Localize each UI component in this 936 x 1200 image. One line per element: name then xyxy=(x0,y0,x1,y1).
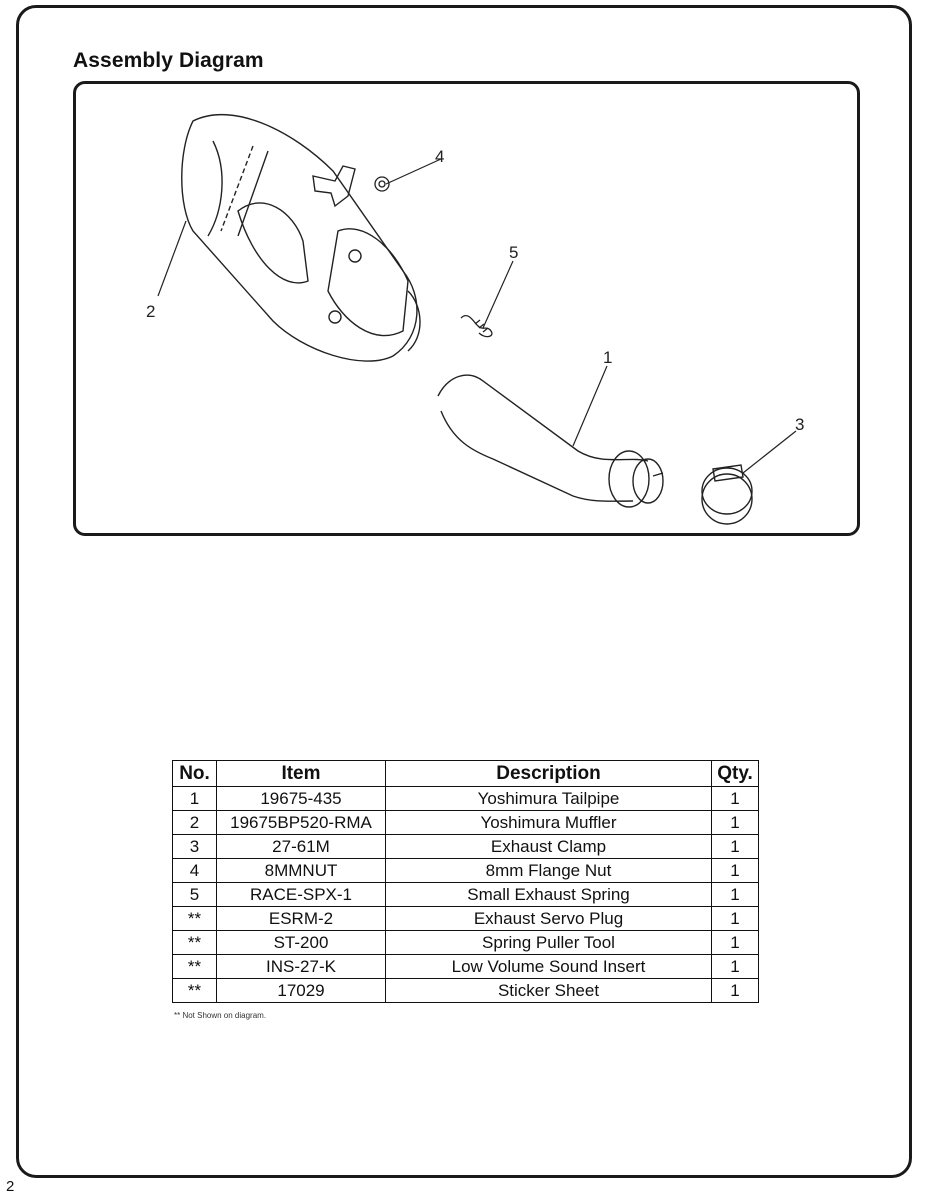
cell-description: Exhaust Clamp xyxy=(385,834,712,859)
cell-description: Yoshimura Muffler xyxy=(385,810,712,835)
table-row: ** ESRM-2 Exhaust Servo Plug 1 xyxy=(172,906,759,931)
cell-description: Sticker Sheet xyxy=(385,978,712,1003)
table-row: ** 17029 Sticker Sheet 1 xyxy=(172,978,759,1003)
cell-qty: 1 xyxy=(711,906,759,931)
table-row: 1 19675-435 Yoshimura Tailpipe 1 xyxy=(172,786,759,811)
cell-qty: 1 xyxy=(711,954,759,979)
cell-qty: 1 xyxy=(711,882,759,907)
cell-no: 4 xyxy=(172,858,217,883)
parts-table: No. Item Description Qty. 1 19675-435 Yo… xyxy=(172,760,759,1003)
page-frame xyxy=(16,5,912,1178)
table-row: 4 8MMNUT 8mm Flange Nut 1 xyxy=(172,858,759,883)
callout-1: 1 xyxy=(603,348,612,367)
cell-description: Low Volume Sound Insert xyxy=(385,954,712,979)
cell-item: 17029 xyxy=(216,978,386,1003)
cell-no: 2 xyxy=(172,810,217,835)
callout-4: 4 xyxy=(435,147,444,166)
cell-description: Yoshimura Tailpipe xyxy=(385,786,712,811)
cell-qty: 1 xyxy=(711,810,759,835)
cell-no: ** xyxy=(172,978,217,1003)
cell-description: Exhaust Servo Plug xyxy=(385,906,712,931)
cell-no: 5 xyxy=(172,882,217,907)
footnote: ** Not Shown on diagram. xyxy=(174,1011,267,1020)
table-row: 3 27-61M Exhaust Clamp 1 xyxy=(172,834,759,859)
table-row: 5 RACE-SPX-1 Small Exhaust Spring 1 xyxy=(172,882,759,907)
cell-item: 19675-435 xyxy=(216,786,386,811)
header-item: Item xyxy=(216,760,386,787)
cell-qty: 1 xyxy=(711,930,759,955)
callout-2: 2 xyxy=(146,302,155,321)
cell-qty: 1 xyxy=(711,858,759,883)
header-qty: Qty. xyxy=(711,760,759,787)
cell-item: ST-200 xyxy=(216,930,386,955)
cell-qty: 1 xyxy=(711,978,759,1003)
cell-qty: 1 xyxy=(711,786,759,811)
cell-description: Small Exhaust Spring xyxy=(385,882,712,907)
cell-description: Spring Puller Tool xyxy=(385,930,712,955)
callout-5: 5 xyxy=(509,243,518,262)
tailpipe-drawing xyxy=(437,374,664,508)
cell-no: 1 xyxy=(172,786,217,811)
cell-item: 19675BP520-RMA xyxy=(216,810,386,835)
cell-description: 8mm Flange Nut xyxy=(385,858,712,883)
cell-item: INS-27-K xyxy=(216,954,386,979)
table-row: ** ST-200 Spring Puller Tool 1 xyxy=(172,930,759,955)
diagram-frame xyxy=(73,81,860,536)
cell-item: RACE-SPX-1 xyxy=(216,882,386,907)
cell-no: 3 xyxy=(172,834,217,859)
cell-item: ESRM-2 xyxy=(216,906,386,931)
flange-nut-drawing xyxy=(374,176,390,192)
header-no: No. xyxy=(172,760,217,787)
header-description: Description xyxy=(385,760,712,787)
cell-item: 8MMNUT xyxy=(216,858,386,883)
table-header-row: No. Item Description Qty. xyxy=(172,760,759,787)
page-number: 2 xyxy=(6,1178,15,1195)
leader-lines xyxy=(157,158,797,474)
table-row: 2 19675BP520-RMA Yoshimura Muffler 1 xyxy=(172,810,759,835)
cell-no: ** xyxy=(172,906,217,931)
cell-qty: 1 xyxy=(711,834,759,859)
section-title: Assembly Diagram xyxy=(73,49,264,72)
callout-3: 3 xyxy=(795,415,804,434)
exhaust-clamp-drawing xyxy=(701,464,753,525)
assembly-diagram: 1 2 3 4 5 xyxy=(146,113,804,525)
cell-no: ** xyxy=(172,930,217,955)
table-row: ** INS-27-K Low Volume Sound Insert 1 xyxy=(172,954,759,979)
cell-no: ** xyxy=(172,954,217,979)
muffler-drawing xyxy=(181,113,421,362)
cell-item: 27-61M xyxy=(216,834,386,859)
spring-drawing xyxy=(460,314,493,338)
